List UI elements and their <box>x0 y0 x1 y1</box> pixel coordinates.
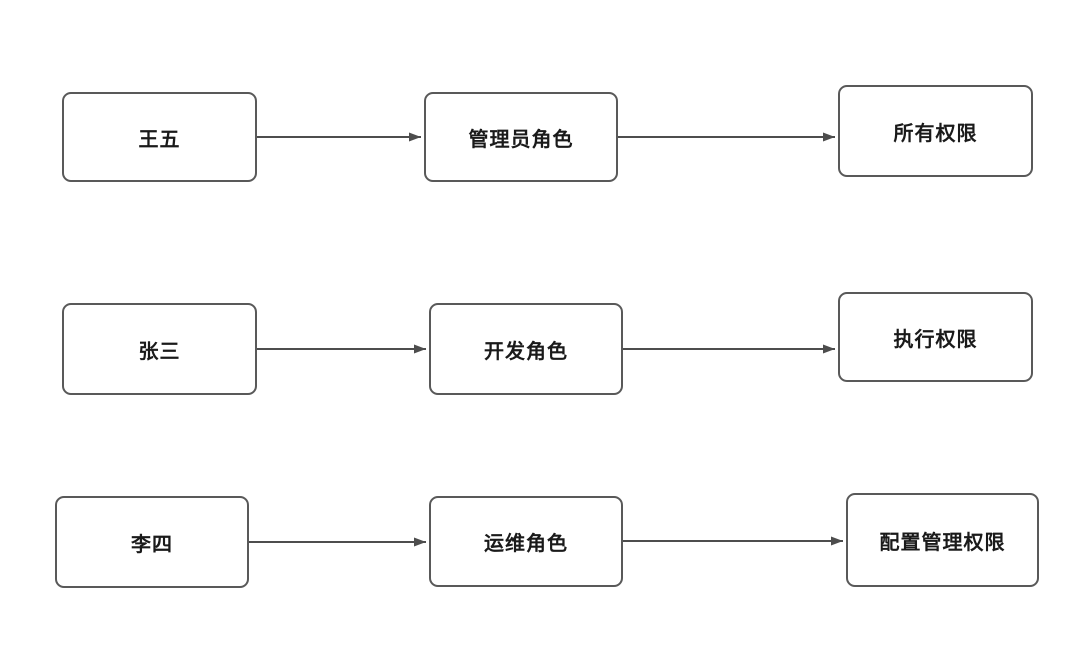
node-perm-execute[interactable]: 执行权限 <box>838 292 1033 382</box>
node-user-wangwu[interactable]: 王五 <box>62 92 257 182</box>
node-perm-config[interactable]: 配置管理权限 <box>846 493 1039 587</box>
node-role-operations[interactable]: 运维角色 <box>429 496 623 587</box>
node-label: 运维角色 <box>484 533 568 555</box>
node-user-lisi[interactable]: 李四 <box>55 496 249 588</box>
node-role-admin[interactable]: 管理员角色 <box>424 92 618 182</box>
node-label: 开发角色 <box>484 340 568 363</box>
node-user-zhangsan[interactable]: 张三 <box>62 303 257 395</box>
node-label: 张三 <box>138 340 181 363</box>
node-label: 王五 <box>138 128 181 151</box>
node-label: 配置管理权限 <box>879 531 1006 554</box>
node-label: 李四 <box>131 533 173 556</box>
node-role-developer[interactable]: 开发角色 <box>429 303 623 395</box>
node-label: 所有权限 <box>893 122 978 145</box>
node-label: 管理员角色 <box>468 128 574 151</box>
node-perm-all[interactable]: 所有权限 <box>838 85 1033 177</box>
node-label: 执行权限 <box>893 328 978 351</box>
